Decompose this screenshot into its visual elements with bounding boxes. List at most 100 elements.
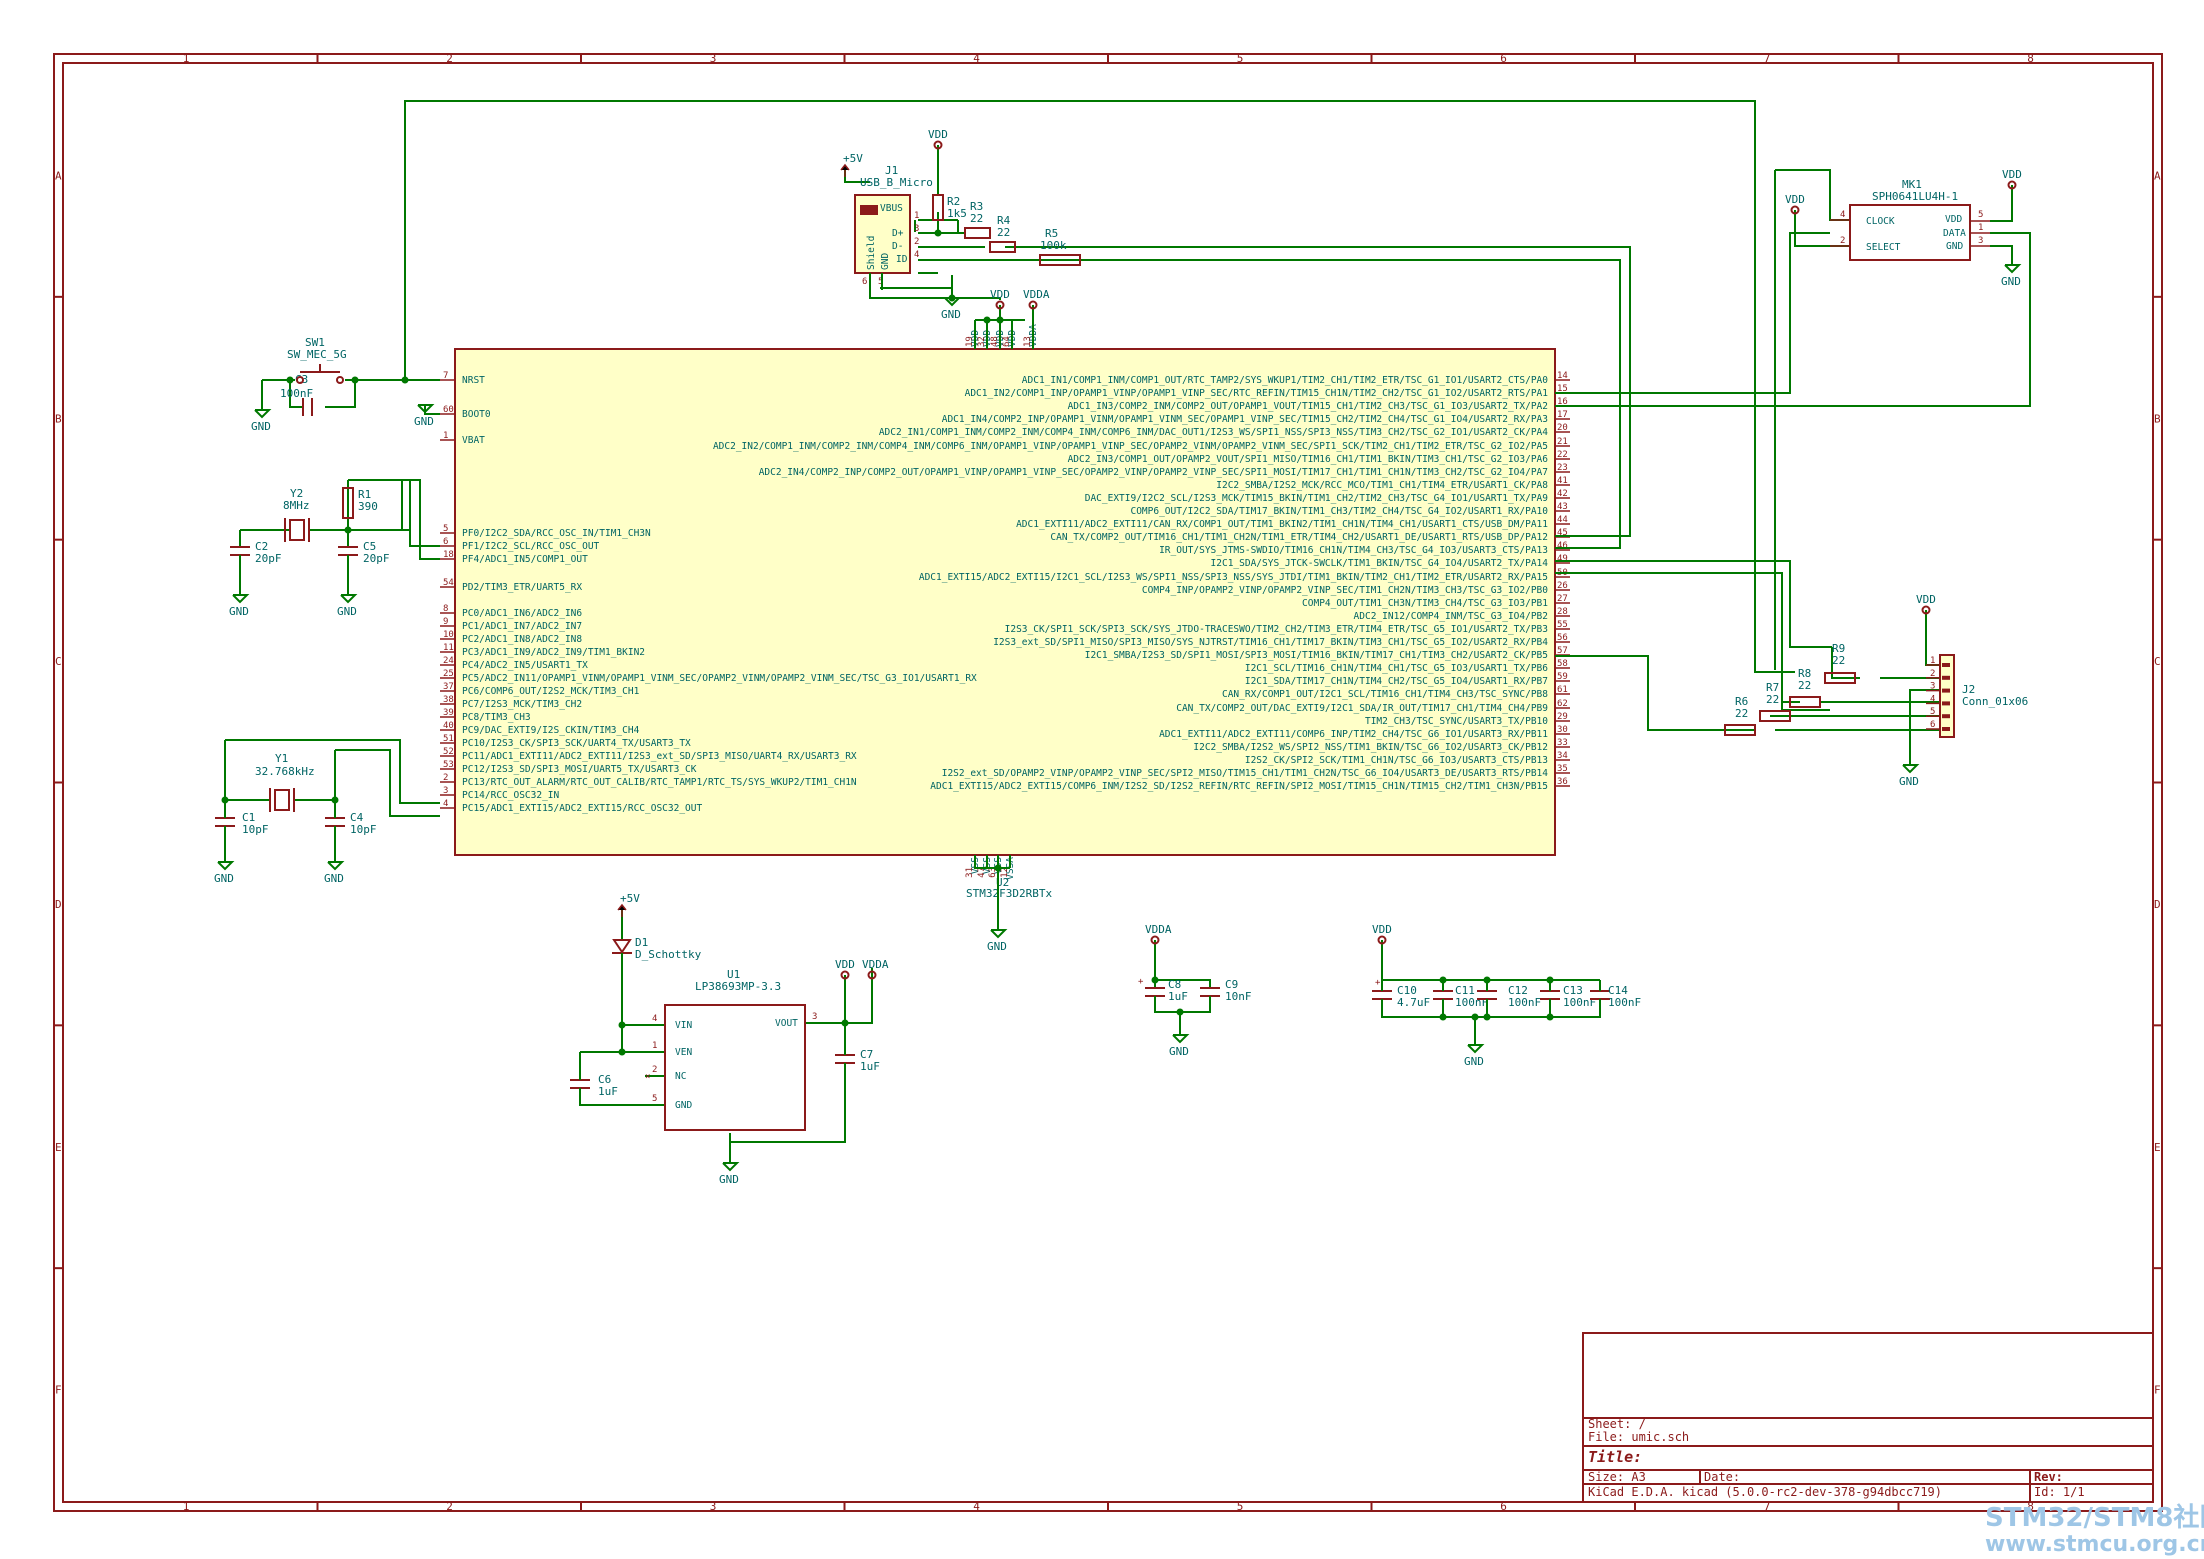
mcu-pin-15-num: 15 bbox=[1557, 384, 1568, 394]
mcu-pin-2-label: PC13/RTC_OUT_ALARM/RTC_OUT_CALIB/RTC_TAM… bbox=[462, 777, 857, 788]
r4-ref: R4 bbox=[997, 214, 1011, 227]
j2-pin-2: 2 bbox=[1930, 669, 1935, 679]
c7-value: 1uF bbox=[860, 1060, 880, 1073]
power-symbol-mic-sel bbox=[1790, 205, 1800, 215]
power-symbol-reg-a bbox=[867, 970, 877, 980]
mk1-num-5: 5 bbox=[1978, 210, 1983, 220]
gnd-symbol-mic bbox=[2004, 264, 2022, 274]
frame-row-left-A: A bbox=[55, 169, 62, 182]
power-symbol-caps bbox=[1377, 935, 1387, 945]
mcu-pin-31-num: 31 bbox=[965, 867, 975, 878]
power-symbol-r2 bbox=[933, 140, 943, 150]
mcu-pin-42-label: DAC_EXTI9/I2C2_SCL/I2S3_MCK/TIM15_BKIN/T… bbox=[1085, 493, 1549, 504]
mcu-pin-45-num: 45 bbox=[1557, 528, 1568, 538]
mcu-pin-43-label: COMP6_OUT/I2C2_SDA/TIM17_BKIN/TIM1_CH3/T… bbox=[1130, 506, 1548, 517]
mcu-pin-8-label: PC0/ADC1_IN6/ADC2_IN6 bbox=[462, 608, 582, 619]
mcu-pin-16-label: ADC1_IN3/COMP2_INM/COMP2_OUT/OPAMP1_VOUT… bbox=[1068, 401, 1548, 412]
c1-ref: C1 bbox=[242, 811, 255, 824]
mcu-pin-58-label: I2C1_SCL/TIM16_CH1N/TIM4_CH1/TSC_G5_IO3/… bbox=[1245, 663, 1548, 674]
gnd-label-c4: GND bbox=[324, 872, 344, 885]
j2-pin-4: 4 bbox=[1930, 694, 1935, 704]
mcu-pin-10-num: 10 bbox=[443, 630, 454, 640]
mcu-pin-36-label: ADC1_EXTI15/ADC2_EXTI15/COMP6_INM/I2S2_S… bbox=[930, 781, 1548, 792]
tb-title: Title: bbox=[1588, 1448, 1642, 1466]
mcu-pin-25-label: PC5/ADC2_IN11/OPAMP1_VINM/OPAMP1_VINM_SE… bbox=[462, 673, 977, 684]
diode-d1: D1 D_Schottky bbox=[612, 936, 702, 961]
mcu-pin-27-label: COMP4_OUT/TIM1_CH3N/TIM3_CH4/TSC_G3_IO3/… bbox=[1302, 598, 1548, 609]
frame-row-left-D: D bbox=[55, 898, 62, 911]
r8-value: 22 bbox=[1798, 679, 1811, 692]
mcu-pin-42-num: 42 bbox=[1557, 489, 1568, 499]
mk1-num-3: 3 bbox=[1978, 236, 1983, 246]
r6-value: 22 bbox=[1735, 707, 1748, 720]
mcu-pin-35-label: I2S2_ext_SD/OPAMP2_VINP/OPAMP2_VINP_SEC/… bbox=[942, 768, 1549, 779]
mcu-pin-49-label: I2C1_SDA/SYS_JTCK-SWCLK/TIM1_BKIN/TSC_G4… bbox=[1211, 558, 1549, 569]
mcu-pin-63-num: 63 bbox=[988, 867, 998, 878]
mcu-pin-28-label: ADC2_IN12/COMP4_INM/TSC_G3_IO4/PB2 bbox=[1354, 611, 1548, 622]
mcu-pin-18-label: PF4/ADC1_IN5/COMP1_OUT bbox=[462, 554, 588, 565]
r2-ref: R2 bbox=[947, 195, 960, 208]
mcu-pin-24-num: 24 bbox=[443, 656, 454, 666]
usb-pin-dp: D+ bbox=[892, 228, 904, 239]
mcu-pin-44-label: ADC1_EXTI11/ADC2_EXTI11/CAN_RX/COMP1_OUT… bbox=[1016, 519, 1548, 530]
u1-pin-gnd: GND bbox=[675, 1100, 692, 1111]
j2-pin-1: 1 bbox=[1930, 656, 1935, 666]
mcu-stm32[interactable]: NRST7BOOT060VBAT1PF0/I2C2_SDA/RCC_OSC_IN… bbox=[440, 324, 1570, 900]
mcu-pin-51-num: 51 bbox=[443, 734, 454, 744]
microphone-mk1[interactable]: MK1 SPH0641LU4H-1 CLOCK SELECT VDD DATA … bbox=[1830, 178, 1990, 261]
mcu-pin-16-num: 16 bbox=[1557, 397, 1568, 407]
mcu-pin-5-label: PF0/I2C2_SDA/RCC_OSC_IN/TIM1_CH3N bbox=[462, 528, 651, 539]
mcu-pin-10-label: PC2/ADC1_IN8/ADC2_IN8 bbox=[462, 634, 582, 645]
mcu-pin-30-label: ADC1_EXTI11/ADC2_EXTI11/COMP6_INP/TIM2_C… bbox=[1159, 729, 1548, 740]
power-label-reg-a: VDDA bbox=[862, 958, 889, 971]
mcu-pin-57-num: 57 bbox=[1557, 646, 1568, 656]
mcu-pin-53-label: PC12/I2S3_SD/SPI3_MOSI/UART5_TX/USART3_C… bbox=[462, 764, 697, 775]
regulator-u1[interactable]: U1 LP38693MP-3.3 VIN VEN NC GND VOUT 4 1… bbox=[645, 968, 817, 1131]
d1-value: D_Schottky bbox=[635, 948, 702, 961]
gnd-label-c2: GND bbox=[229, 605, 249, 618]
frame-col-top-5: 5 bbox=[1237, 52, 1244, 65]
mcu-pin-37-num: 37 bbox=[443, 682, 454, 692]
mcu-pin-14-num: 14 bbox=[1557, 371, 1568, 381]
switch-sw1[interactable]: SW1 SW_MEC_5G bbox=[287, 336, 347, 384]
frame-col-bottom-6: 6 bbox=[1500, 1500, 1507, 1513]
mcu-pin-26-num: 26 bbox=[1557, 581, 1568, 591]
frame-row-right-F: F bbox=[2154, 1384, 2161, 1397]
c13-value: 100nF bbox=[1563, 996, 1596, 1009]
frame-col-bottom-3: 3 bbox=[710, 1500, 717, 1513]
frame-row-left-E: E bbox=[55, 1141, 62, 1154]
junctions bbox=[221, 229, 1554, 1056]
mcu-pin-44-num: 44 bbox=[1557, 515, 1568, 525]
frame-row-left-C: C bbox=[55, 655, 62, 668]
gnd-symbol-vdd-caps bbox=[1467, 1044, 1485, 1054]
power-symbol-mic bbox=[2007, 180, 2017, 190]
usb-connector-j1[interactable]: J1 USB_B_Micro VBUS D+ D- ID Shield GND … bbox=[854, 164, 933, 290]
mcu-pin-29-num: 29 bbox=[1557, 712, 1568, 722]
mcu-pin-15-label: ADC1_IN2/COMP1_INP/OPAMP1_VINP/OPAMP1_VI… bbox=[965, 388, 1549, 399]
tb-file: File: umic.sch bbox=[1588, 1430, 1689, 1444]
usb-pin-dm: D- bbox=[892, 241, 903, 252]
power-label-j2: VDD bbox=[1916, 593, 1936, 606]
mcu-pin-45-label: CAN_TX/COMP2_OUT/TIM16_CH1/TIM1_CH2N/TIM… bbox=[1050, 532, 1548, 543]
mcu-pin-14-label: ADC1_IN1/COMP1_INM/COMP1_OUT/RTC_TAMP2/S… bbox=[1022, 375, 1548, 386]
r4-value: 22 bbox=[997, 226, 1010, 239]
mcu-pin-59-label: I2C1_SDA/TIM17_CH1N/TIM4_CH2/TSC_G5_IO4/… bbox=[1245, 676, 1548, 687]
mcu-pin-60-label: BOOT0 bbox=[462, 409, 491, 420]
mcu-pin-12-label: VSSA bbox=[1005, 857, 1016, 880]
tb-sheet: Sheet: / bbox=[1588, 1417, 1646, 1431]
tb-rev: Rev: bbox=[2034, 1470, 2063, 1484]
r5-value: 100k bbox=[1040, 239, 1067, 252]
gnd-symbol-vdda-caps bbox=[1172, 1034, 1190, 1044]
d1-ref: D1 bbox=[635, 936, 648, 949]
usb-ref: J1 bbox=[885, 164, 898, 177]
resistors: R2 1k5 R3 22 R4 22 R5 100k R1 390 R9 22 … bbox=[342, 194, 1856, 736]
y1-value: 32.768kHz bbox=[255, 765, 315, 778]
c4-ref: C4 bbox=[350, 811, 364, 824]
frame-col-top-6: 6 bbox=[1500, 52, 1507, 65]
usb-num-5: 5 bbox=[878, 277, 883, 287]
c12-value: 100nF bbox=[1508, 996, 1541, 1009]
watermark-line2: www.stmcu.org.cn bbox=[1985, 1532, 2204, 1557]
